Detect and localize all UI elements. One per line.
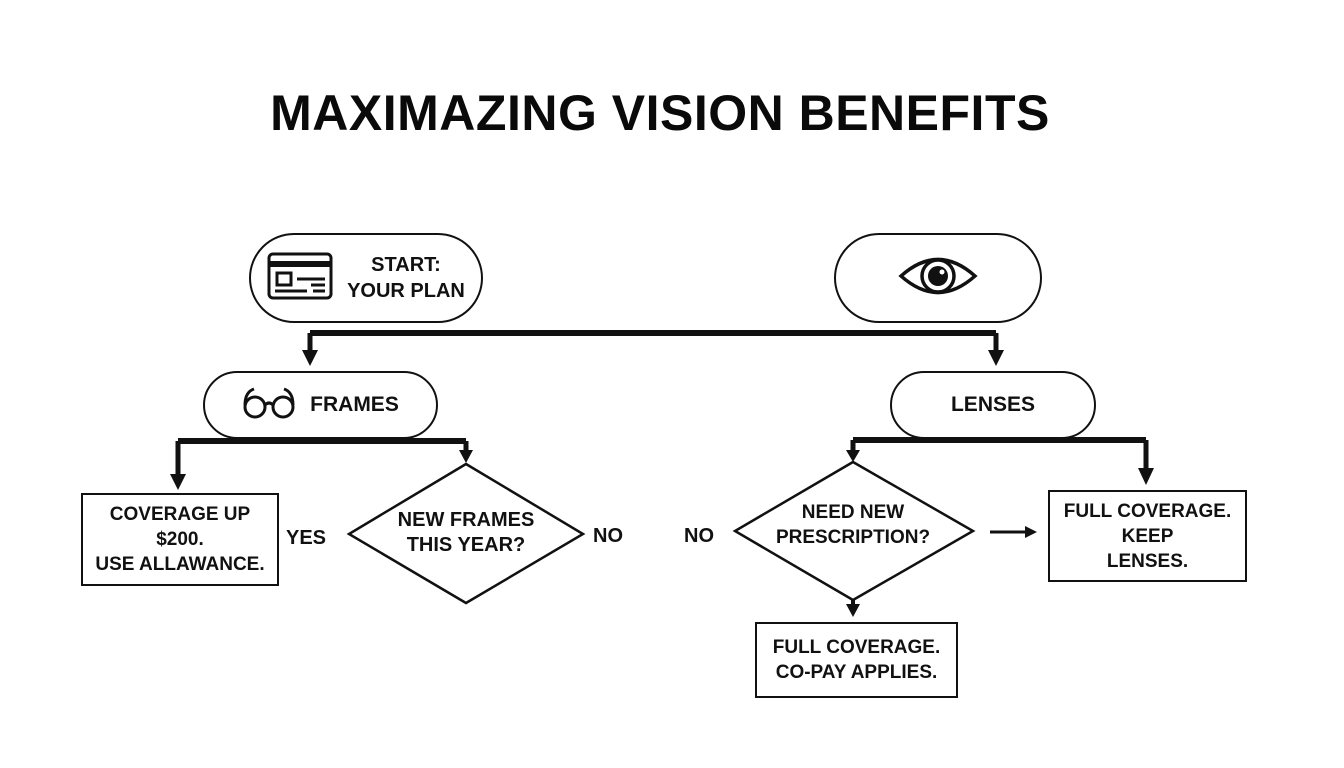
glasses-icon xyxy=(242,386,296,425)
frames-decision-diamond xyxy=(346,462,586,605)
frames-yes-line1: COVERAGE UP xyxy=(109,504,251,525)
lenses-keep-line3: LENSES. xyxy=(1106,550,1189,572)
arrowhead-lenses xyxy=(988,350,1004,366)
edge-label-lenses-no: NO xyxy=(684,525,714,547)
eye-icon xyxy=(898,251,978,306)
frames-decision-text: NEW FRAMES THIS YEAR? xyxy=(376,508,556,558)
lenses-node: LENSES xyxy=(890,371,1096,439)
arrowhead-lenses-keep xyxy=(1138,468,1154,485)
arrowhead-frames-decision xyxy=(459,450,473,463)
lenses-copay-line2: CO-PAY APPLIES. xyxy=(775,662,938,683)
edge-label-yes: YES xyxy=(286,527,327,549)
frames-decision-line2: THIS YEAR? xyxy=(406,534,526,556)
frames-yes-line3: USE ALLAWANCE. xyxy=(95,554,265,575)
lenses-decision-line1: NEED NEW xyxy=(801,502,905,523)
frames-decision-line1: NEW FRAMES xyxy=(397,509,535,531)
arrowhead-copay xyxy=(846,604,860,617)
lenses-decision-text: NEED NEW PRESCRIPTION? xyxy=(758,500,948,550)
start-node: START: YOUR PLAN xyxy=(249,233,483,323)
lenses-keep-line2: KEEP xyxy=(1121,525,1174,547)
arrowhead-lenses-decision xyxy=(846,450,860,462)
arrowhead-frames-yes-box xyxy=(170,474,186,490)
diagram-title: MAXIMAZING VISION BENEFITS xyxy=(270,85,1050,141)
start-line2: YOUR PLAN xyxy=(347,280,465,302)
lenses-decision-line2: PRESCRIPTION? xyxy=(775,527,931,548)
edge-label-frames-no: NO xyxy=(593,525,623,547)
frames-node: FRAMES xyxy=(203,371,438,439)
lenses-label: LENSES xyxy=(950,393,1036,416)
lenses-keep-line1: FULL COVERAGE. xyxy=(1063,500,1232,522)
frames-yes-line2: $200. xyxy=(156,529,204,550)
lenses-copay-result: FULL COVERAGE. CO-PAY APPLIES. xyxy=(755,622,958,698)
arrowhead-frames xyxy=(302,350,318,366)
lenses-copay-line1: FULL COVERAGE. xyxy=(772,637,941,658)
id-card-icon xyxy=(267,252,333,305)
frames-label: FRAMES xyxy=(310,393,399,416)
frames-yes-result: COVERAGE UP $200. USE ALLAWANCE. xyxy=(81,493,279,586)
lenses-keep-result: FULL COVERAGE. KEEP LENSES. xyxy=(1048,490,1247,582)
start-line1: START: xyxy=(371,254,441,276)
eye-node xyxy=(834,233,1042,323)
